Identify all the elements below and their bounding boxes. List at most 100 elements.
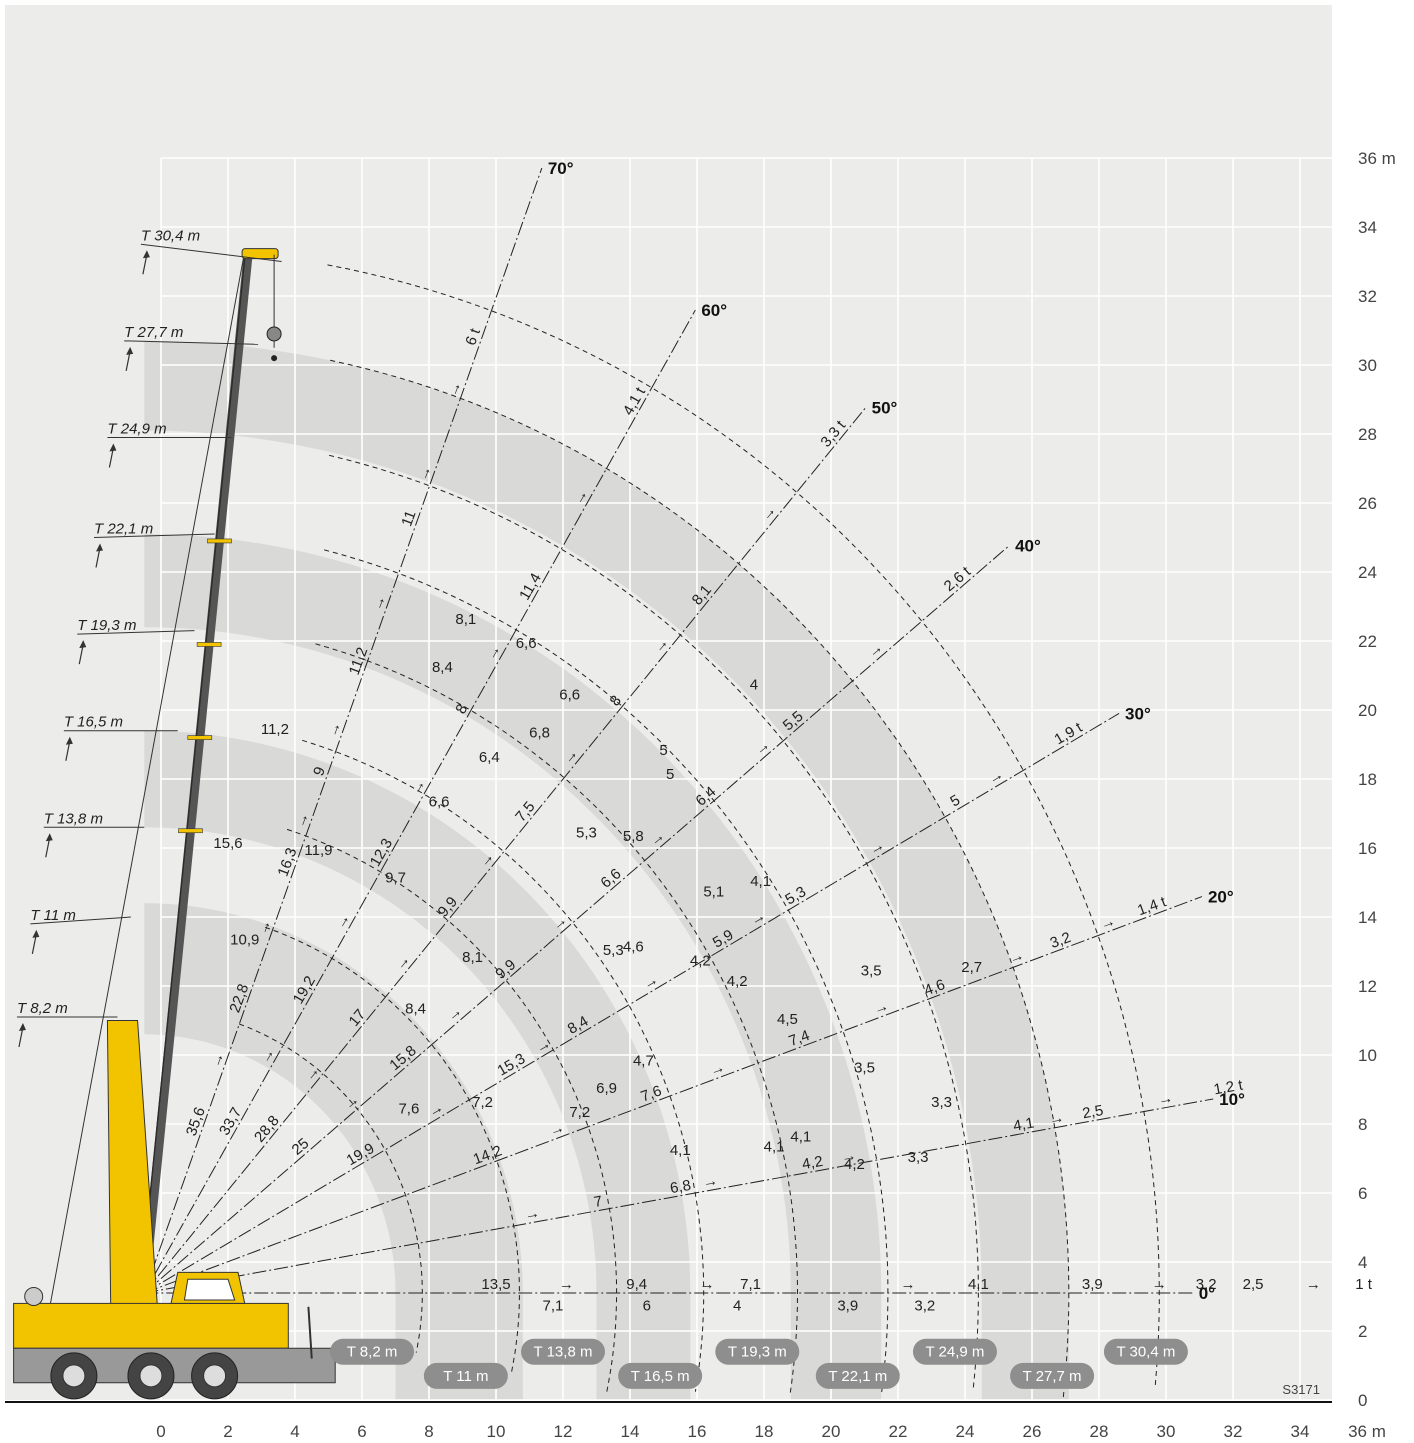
arrow-marker: → [547,1119,567,1140]
boom-edge [139,254,246,1294]
y-tick-label: 24 [1358,563,1377,582]
load-value: 4,2 [690,952,711,969]
radius-arc [330,359,1070,1399]
x-tick-label: 2 [223,1422,232,1441]
radius-arcs [239,264,1160,1399]
arrow-marker: → [866,836,887,858]
boom-collar [187,735,213,740]
arrow-marker: → [747,907,768,929]
boom [139,254,253,1294]
carrier-body [13,1302,289,1349]
drawing-code: S3171 [1282,1382,1320,1397]
radius-arc [286,828,618,1395]
load-value: 4,1 [1012,1115,1035,1135]
arrow-marker: → [324,719,345,739]
load-value: 7,6 [639,1082,664,1105]
load-value: 11,9 [304,842,332,859]
load-value: 3,2 [914,1297,935,1314]
boom-length-leader [77,630,195,635]
angle-label: 70° [548,159,574,178]
boom-length-label: T 27,7 m [124,324,183,341]
sheave [24,1287,44,1306]
arrow-marker: → [840,1147,858,1166]
load-value: 1,2 t [1212,1077,1245,1099]
load-value: 4,2 [844,1156,865,1173]
boom-pill [330,1338,415,1365]
cab-window [183,1278,236,1301]
load-value: 6,9 [596,1080,617,1097]
load-value: 7,2 [472,1094,493,1111]
load-value: 6 [643,1297,651,1314]
load-value: 9,4 [626,1276,647,1293]
boom-pill-label: T 11 m [443,1368,488,1385]
boom-pill [912,1338,997,1365]
boom-pill-label: T 8,2 m [347,1344,398,1361]
load-value: 6,8 [529,725,550,742]
angle-label: 50° [872,399,898,418]
arrow-marker: → [414,463,435,483]
boom-pill-label: T 16,5 m [631,1368,690,1385]
load-value: 3,3 [931,1094,952,1111]
angle-line [143,309,696,1294]
y-tick-label: 28 [1358,425,1377,444]
load-value: 7 [592,1193,603,1211]
wheel-hub [62,1364,86,1388]
angle-line [143,167,543,1294]
load-value: 4,6 [922,976,947,999]
load-value: 6,6 [559,687,580,704]
y-tick-label: 18 [1358,770,1377,789]
arrow-marker: → [254,917,275,937]
angle-label: 30° [1125,704,1151,723]
y-tick-label: 2 [1358,1322,1367,1341]
arrow-marker: → [871,997,891,1018]
arrow-marker: → [523,1204,541,1223]
x-tick-label: 8 [424,1422,433,1441]
load-value: 5,8 [623,828,644,845]
y-tick-label: 30 [1358,356,1377,375]
load-value: 11 [398,508,419,528]
load-value: 7,2 [569,1104,590,1121]
angle-label: 10° [1219,1090,1245,1109]
boom-length-arrowhead [79,640,87,649]
load-value: 13,5 [481,1276,510,1293]
y-tick-label: 16 [1358,839,1377,858]
boom-length-arrowhead [126,346,134,355]
arrow-marker: → [256,1045,278,1066]
shaded-band [144,903,523,1293]
wheel-hub [139,1364,163,1388]
load-value: 8,4 [432,659,453,676]
x-tick-label: 24 [956,1422,975,1441]
boom-length-arrowhead [32,929,40,938]
load-value: 3,2 [1048,929,1073,952]
boom-length-label: T 30,4 m [141,227,200,244]
boom-pills: T 8,2 mT 11 mT 13,8 mT 16,5 mT 19,3 mT 2… [330,1338,1188,1389]
load-value: 5,3 [603,942,624,959]
hook [271,355,278,362]
arrow-marker: → [407,776,429,797]
y-tick-label: 8 [1358,1115,1367,1134]
load-value: 8,1 [455,611,476,628]
arrow-marker: → [901,1276,916,1293]
load-value: 2,5 [1243,1276,1264,1293]
y-tick-label: 0 [1358,1391,1367,1410]
arrow-marker: → [207,1050,228,1070]
boom-pill-label: T 22,1 m [828,1368,887,1385]
angle-line [143,545,1010,1294]
boom-length-label: T 22,1 m [94,521,153,538]
load-value: 4,1 [670,1142,691,1159]
y-tick-label: 4 [1358,1253,1367,1272]
boom-pill-label: T 13,8 m [534,1344,593,1361]
y-tick-label: 32 [1358,287,1377,306]
arrow-marker: → [369,593,390,613]
load-value: 15,6 [213,835,242,852]
load-value: 4 [750,676,758,693]
x-tick-label: 32 [1224,1422,1243,1441]
shaded-band [144,340,1069,1293]
load-value: 4,2 [727,973,748,990]
boom-length-label: T 11 m [30,907,76,924]
x-tick-label: 14 [621,1422,640,1441]
arrow-marker: → [292,810,313,830]
arrow-marker: → [332,911,354,932]
